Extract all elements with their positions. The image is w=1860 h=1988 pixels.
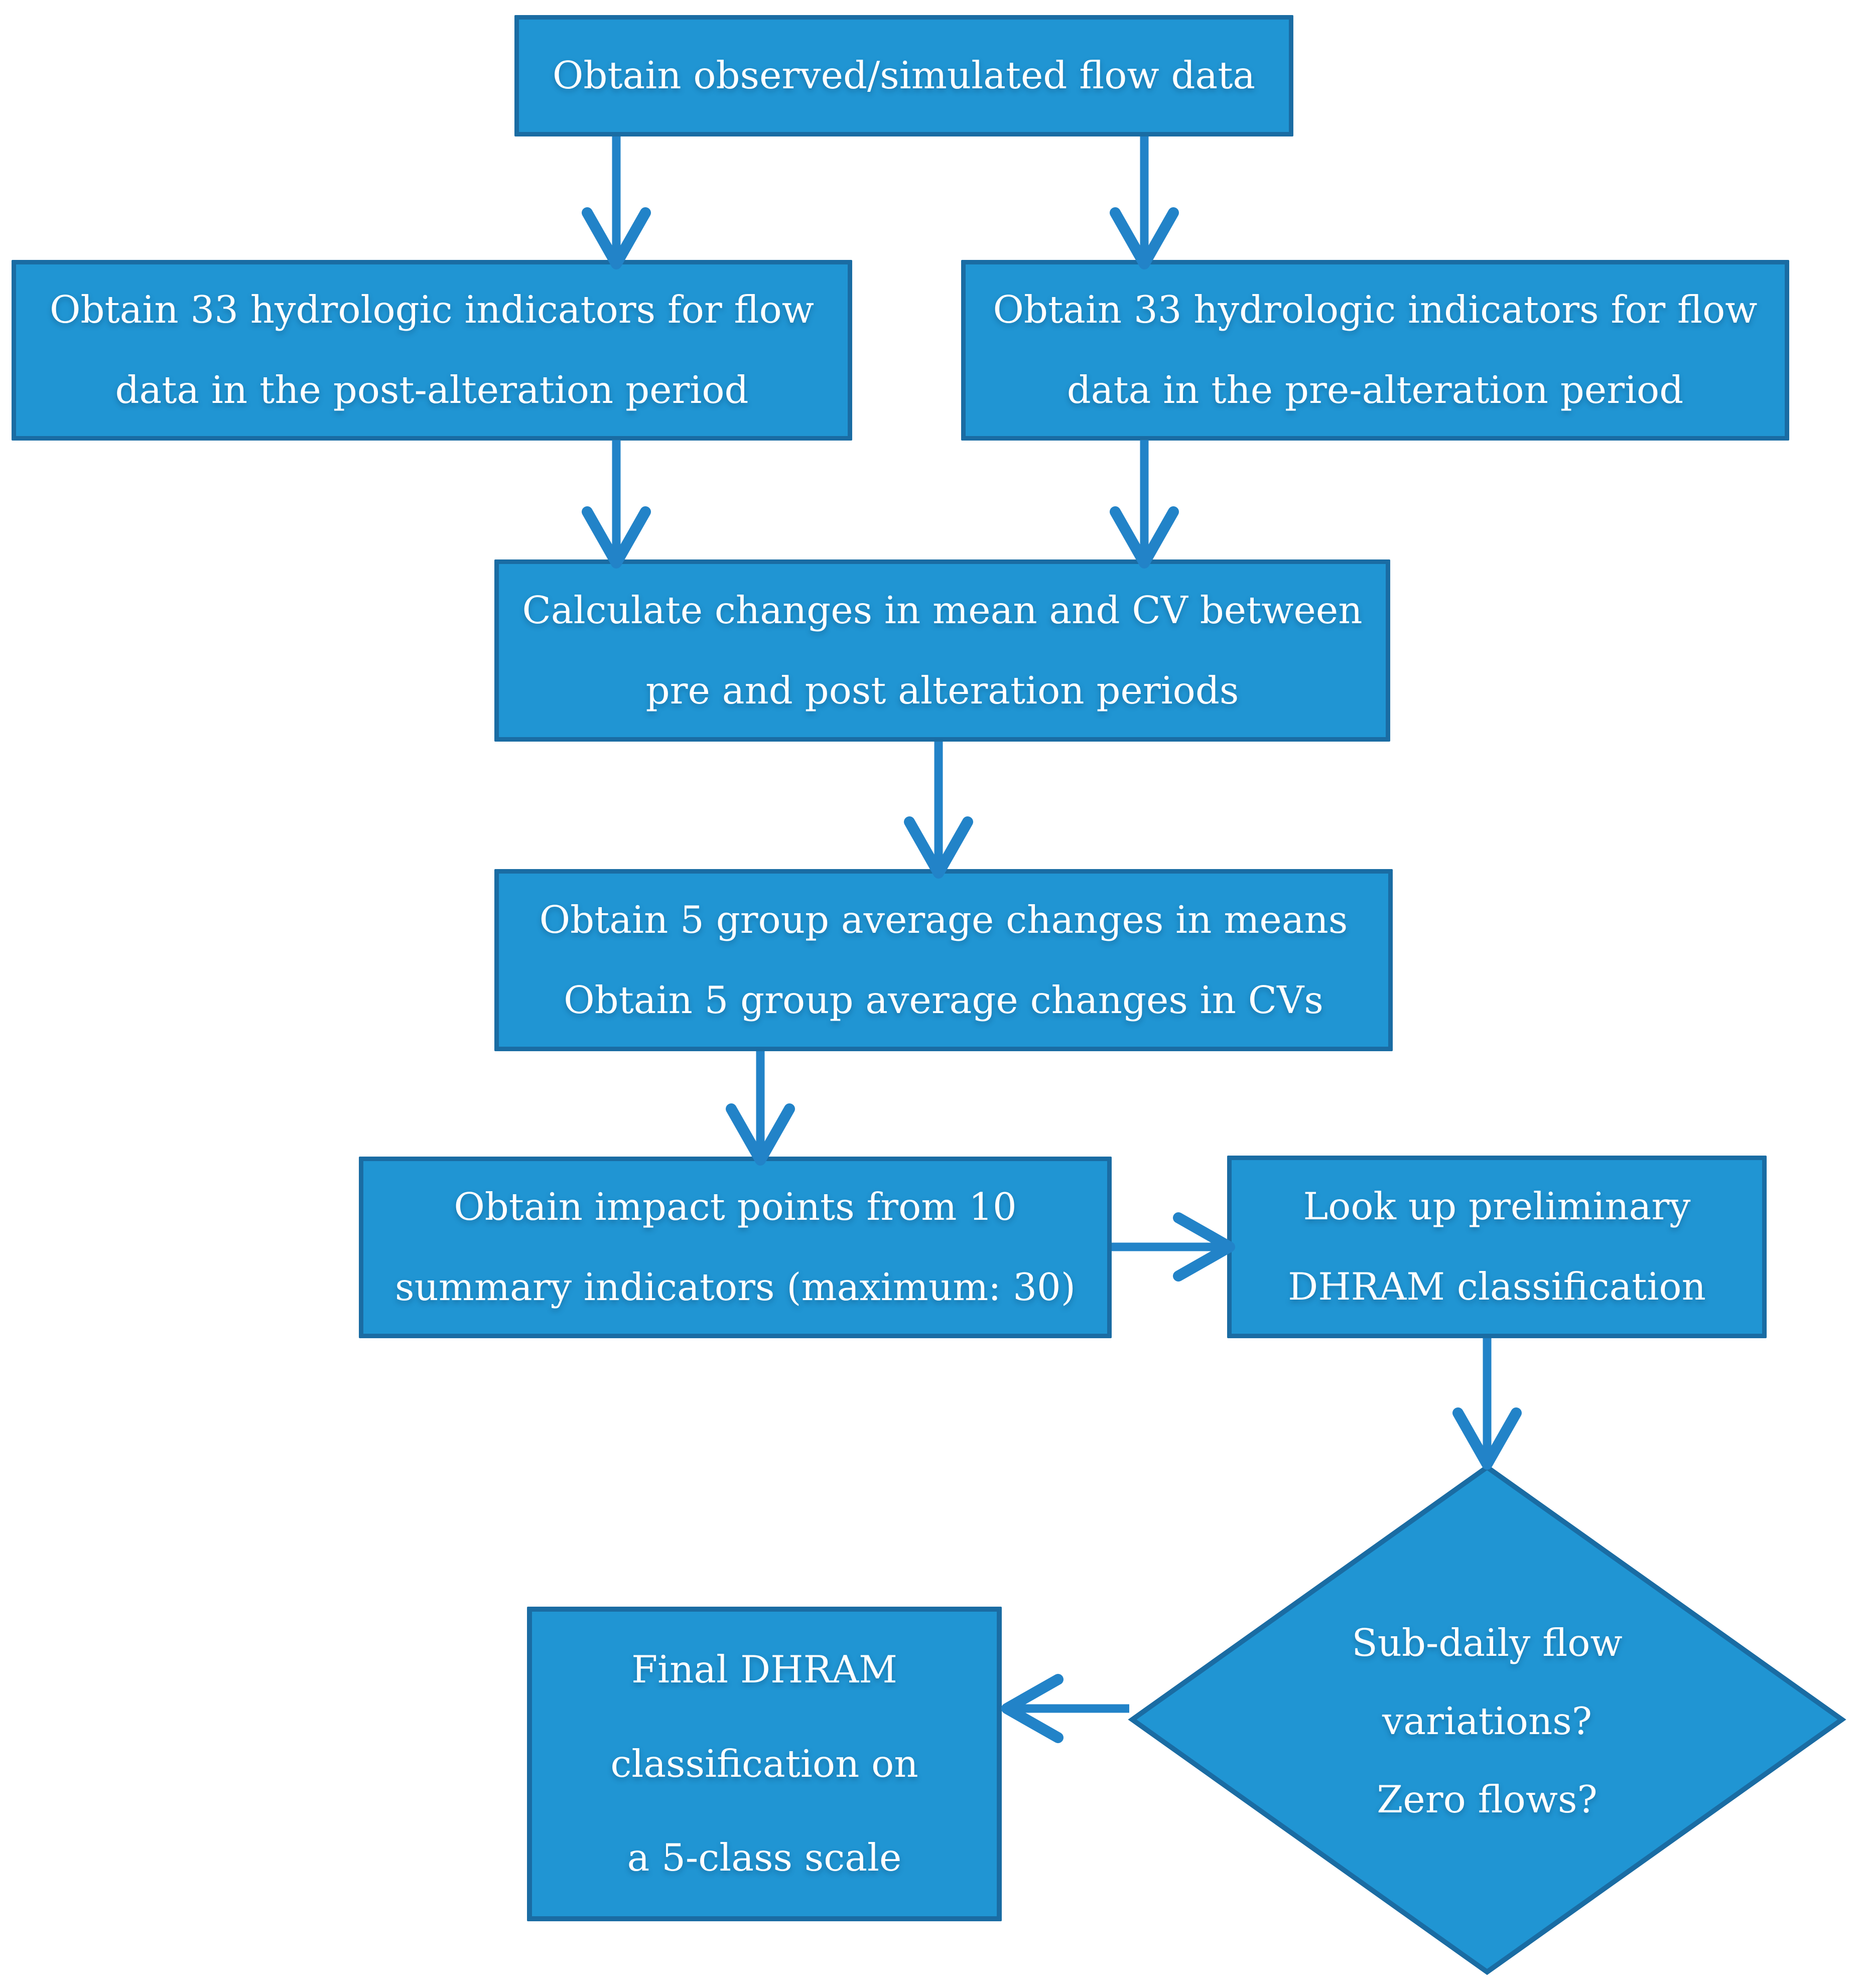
node-post-alteration-line-2: data in the post-alteration period — [115, 368, 749, 412]
node-obtain-flow-data-line-1: Obtain observed/simulated flow data — [552, 53, 1256, 98]
node-final-line-1: Final DHRAM — [631, 1647, 897, 1692]
arrow-group-to-impact — [726, 1051, 795, 1166]
arrow-lookup-to-decision — [1452, 1338, 1522, 1470]
node-obtain-flow-data: Obtain observed/simulated flow data — [514, 15, 1293, 136]
node-decision-line-3: Zero flows? — [1377, 1777, 1598, 1821]
node-pre-alteration-line-1: Obtain 33 hydrologic indicators for flow — [993, 288, 1758, 332]
node-calculate-changes: Calculate changes in mean and CV between… — [494, 559, 1390, 742]
node-post-alteration-line-1: Obtain 33 hydrologic indicators for flow — [50, 288, 814, 332]
arrow-decision-to-final — [1001, 1674, 1129, 1743]
node-impact-points: Obtain impact points from 10 summary ind… — [359, 1157, 1112, 1338]
node-calculate-changes-line-2: pre and post alteration periods — [645, 668, 1239, 713]
arrow-pre-to-calculate — [1110, 440, 1179, 569]
node-group-averages-line-2: Obtain 5 group average changes in CVs — [564, 977, 1323, 1022]
arrow-post-to-calculate — [582, 440, 651, 569]
node-lookup-preliminary-classification: Look up preliminary DHRAM classification — [1227, 1156, 1767, 1338]
node-calculate-changes-line-1: Calculate changes in mean and CV between — [522, 588, 1363, 632]
node-decision-line-1: Sub-daily flow — [1352, 1621, 1623, 1665]
arrow-top-to-post — [582, 136, 651, 269]
arrow-calculate-to-group — [904, 742, 973, 879]
node-decision-line-2: variations? — [1382, 1699, 1592, 1743]
node-lookup-line-1: Look up preliminary — [1303, 1184, 1691, 1229]
node-decision-subdaily-zero-flows: Sub-daily flow variations? Zero flows? — [1136, 1601, 1838, 1841]
node-pre-alteration-line-2: data in the pre-alteration period — [1067, 368, 1684, 412]
node-impact-points-line-1: Obtain impact points from 10 — [454, 1185, 1017, 1229]
node-group-averages: Obtain 5 group average changes in means … — [494, 869, 1393, 1051]
node-pre-alteration-indicators: Obtain 33 hydrologic indicators for flow… — [961, 260, 1789, 441]
node-final-line-2: classification on — [610, 1741, 918, 1786]
node-group-averages-line-1: Obtain 5 group average changes in means — [539, 897, 1348, 942]
arrow-impact-to-lookup — [1112, 1212, 1235, 1282]
node-lookup-line-2: DHRAM classification — [1288, 1264, 1706, 1309]
node-impact-points-line-2: summary indicators (maximum: 30) — [394, 1265, 1076, 1309]
node-final-classification: Final DHRAM classification on a 5-class … — [527, 1607, 1002, 1921]
arrow-top-to-pre — [1110, 136, 1179, 269]
node-final-line-3: a 5-class scale — [627, 1835, 902, 1880]
node-post-alteration-indicators: Obtain 33 hydrologic indicators for flow… — [12, 260, 852, 441]
